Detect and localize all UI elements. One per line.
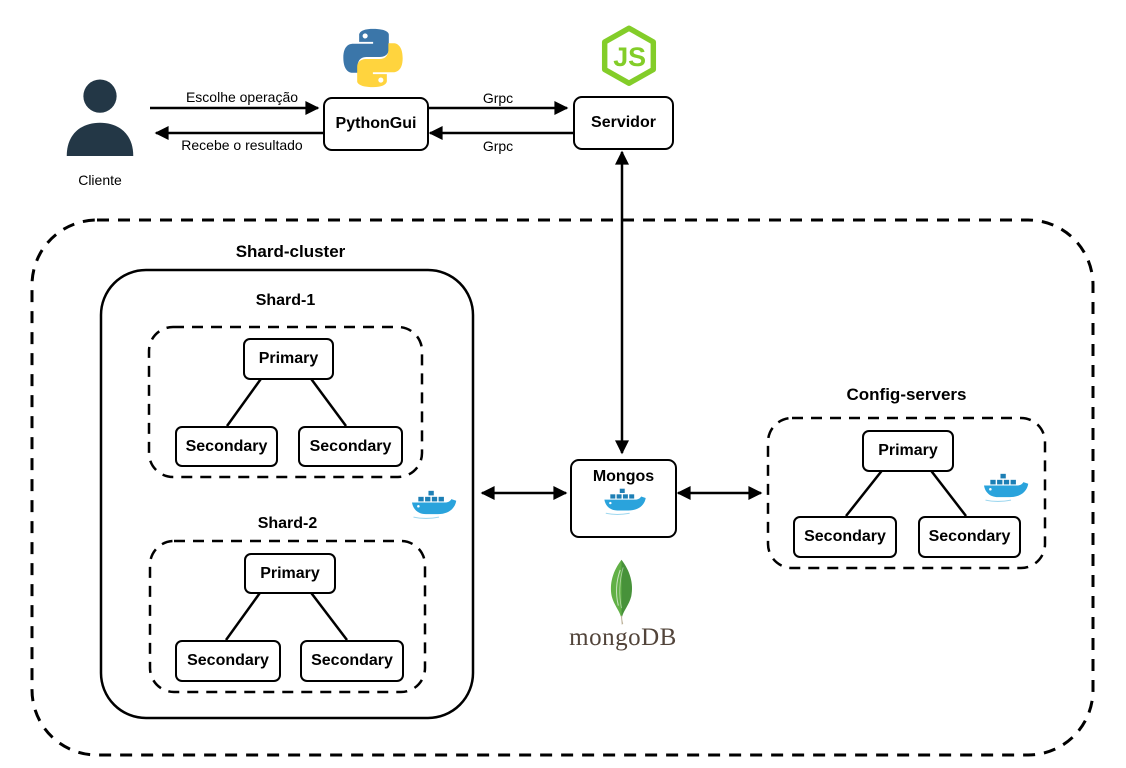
node-servidor: Servidor — [573, 96, 674, 150]
shard2-primary-label: Primary — [260, 564, 320, 582]
mongos-label: Mongos — [592, 468, 655, 485]
pythongui-label: PythonGui — [335, 115, 417, 132]
edge-shard2-primary-secondary-left — [224, 589, 264, 641]
shard2-secondary-node-left: Secondary — [175, 640, 281, 682]
config-primary-node: Primary — [862, 430, 954, 472]
user-icon — [62, 78, 138, 156]
nodejs-logo-icon — [597, 21, 661, 93]
node-pythongui: PythonGui — [323, 97, 429, 151]
client-label: Cliente — [78, 172, 122, 188]
docker-icon — [409, 489, 457, 519]
shard2-primary-node: Primary — [244, 553, 336, 594]
config-secondary-right-label: Secondary — [928, 528, 1011, 545]
config-secondary-left-label: Secondary — [804, 528, 886, 545]
shard-2-title: Shard-2 — [257, 515, 318, 532]
config-primary-label: Primary — [878, 442, 938, 459]
edge-shard1-primary-secondary-left — [225, 375, 265, 427]
shard2-secondary-right-label: Secondary — [311, 652, 393, 669]
shard1-primary-node: Primary — [243, 338, 334, 380]
docker-icon — [601, 487, 647, 515]
shard2-secondary-node-right: Secondary — [300, 640, 404, 682]
grpc-request-label: Grpc — [482, 90, 514, 106]
shard2-secondary-left-label: Secondary — [187, 652, 269, 669]
config-secondary-node-left: Secondary — [793, 516, 897, 558]
shard1-secondary-left-label: Secondary — [185, 437, 268, 455]
python-logo-icon — [341, 24, 405, 92]
shard-cluster-title: Shard-cluster — [235, 242, 346, 261]
docker-icon — [981, 472, 1029, 502]
edge-config-primary-secondary-right — [928, 467, 967, 517]
escolhe-label: Escolhe operação — [185, 89, 299, 105]
mongodb-wordmark: mongoDB — [569, 624, 677, 651]
mongodb-leaf-icon — [603, 558, 640, 626]
servidor-label: Servidor — [591, 114, 656, 131]
shard1-primary-label: Primary — [258, 350, 319, 367]
node-mongos: Mongos — [570, 459, 677, 538]
shard1-secondary-node-right: Secondary — [298, 426, 403, 467]
config-servers-title: Config-servers — [846, 385, 967, 404]
edge-shard2-primary-secondary-right — [308, 589, 348, 641]
recebe-label: Recebe o resultado — [181, 137, 303, 153]
grpc-response-label: Grpc — [482, 138, 514, 154]
shard-1-title: Shard-1 — [255, 292, 316, 309]
edge-config-primary-secondary-left — [845, 467, 885, 517]
shard1-secondary-node-left: Secondary — [175, 426, 278, 467]
shard1-secondary-right-label: Secondary — [309, 437, 392, 455]
edge-shard1-primary-secondary-right — [307, 375, 348, 427]
config-secondary-node-right: Secondary — [918, 516, 1021, 558]
